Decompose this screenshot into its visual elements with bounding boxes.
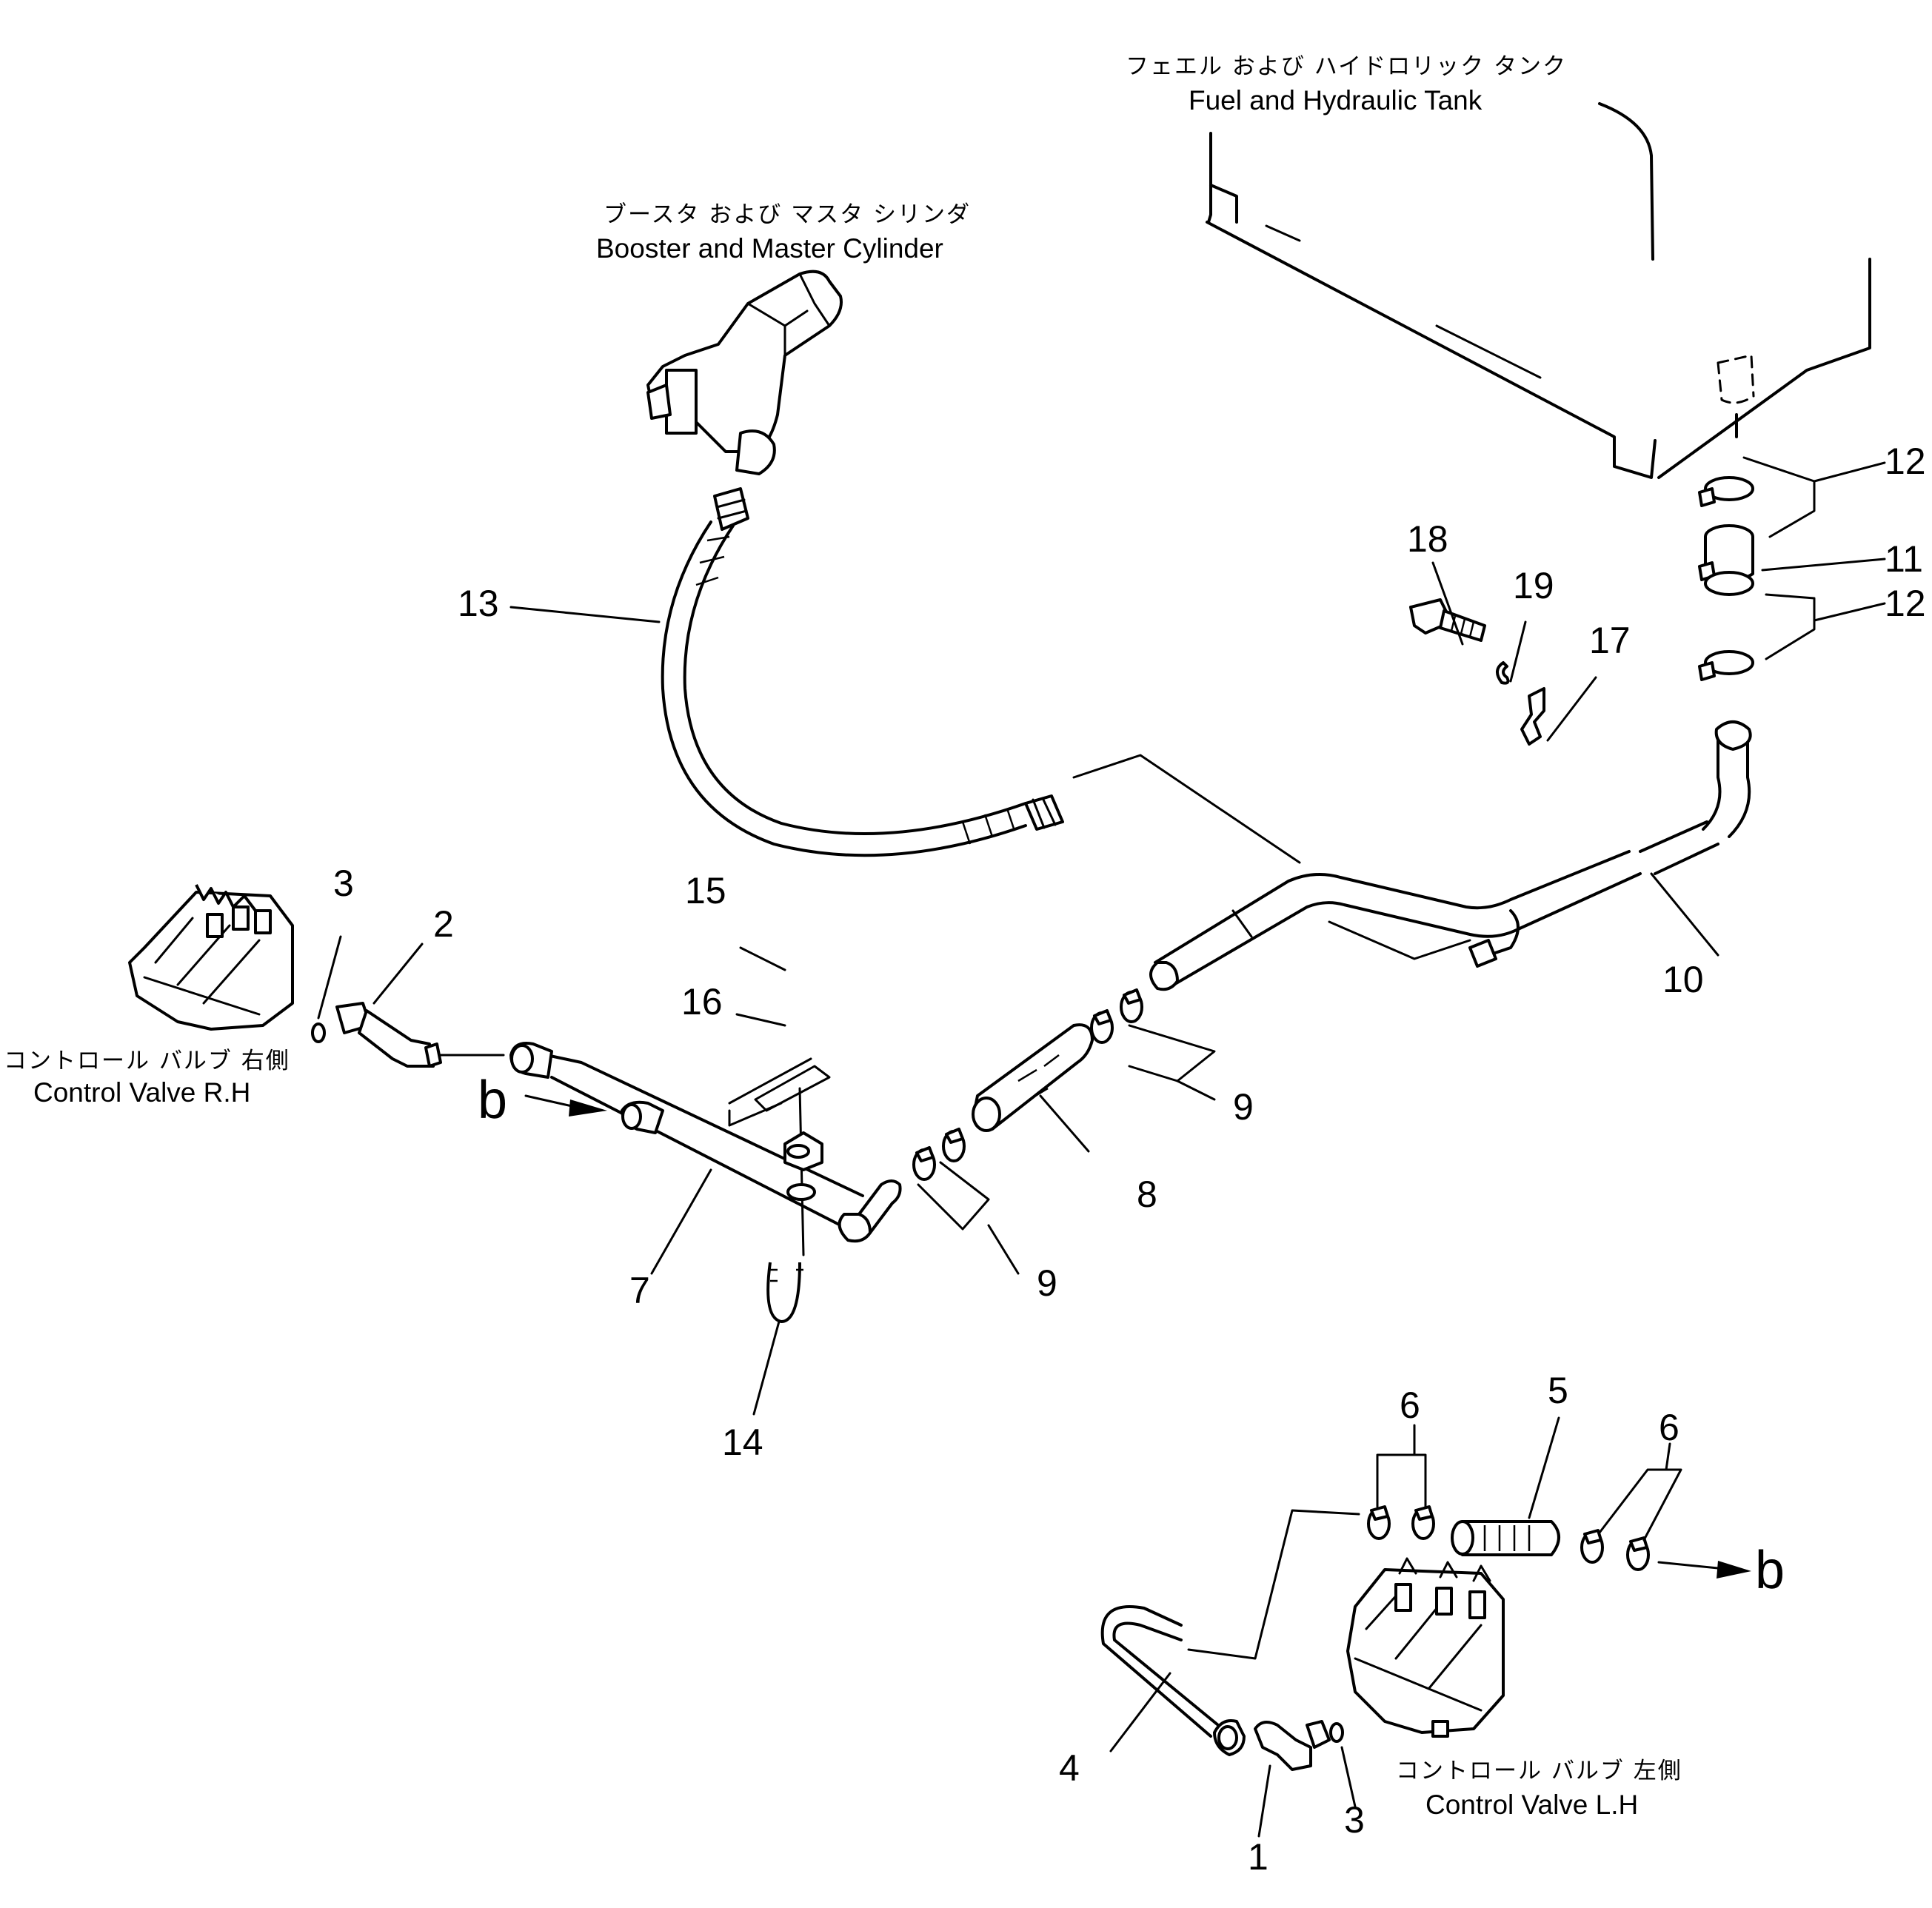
callout-11: 11 <box>1885 538 1923 580</box>
control-valve-rh <box>128 884 294 1031</box>
fuel-hydraulic-tank <box>1206 102 1871 479</box>
control-valve-lh <box>1346 1557 1505 1738</box>
control-valve-rh-label-jp: コントロール バルブ 右側 <box>4 1048 290 1074</box>
callout-14: 14 <box>722 1422 763 1463</box>
tube-10 <box>1149 720 1752 991</box>
clamps-12-connector-11 <box>1698 476 1754 681</box>
hose-8-clamps-9 <box>912 988 1143 1181</box>
booster-label-en: Booster and Master Cylinder <box>596 233 943 264</box>
callout-4: 4 <box>1059 1747 1080 1789</box>
callout-17: 17 <box>1589 620 1631 661</box>
tank-label-jp: フェエル および ハイドロリック タンク <box>1126 53 1567 80</box>
callout-12-top: 12 <box>1885 441 1926 482</box>
tube-7 <box>509 1042 902 1243</box>
callout-6-right: 6 <box>1659 1407 1679 1448</box>
arrow-b-right <box>1657 1561 1751 1579</box>
arrow-b-right-label: b <box>1755 1541 1785 1600</box>
callout-10: 10 <box>1662 959 1704 1000</box>
bolt-18-washer-19-clip-17 <box>1409 598 1545 746</box>
booster-master-cylinder <box>646 270 843 475</box>
callout-2: 2 <box>433 903 454 945</box>
callout-8: 8 <box>1137 1174 1157 1215</box>
hose-5-clamps-6 <box>1367 1505 1650 1571</box>
booster-label-jp: ブースタ および マスタ シリンダ <box>604 201 971 228</box>
callout-16: 16 <box>681 981 723 1022</box>
control-valve-rh-label-en: Control Valve R.H <box>33 1077 250 1108</box>
elbow-2-oring-3 <box>311 1002 505 1068</box>
callout-3-upper: 3 <box>333 863 354 904</box>
callout-1: 1 <box>1248 1836 1268 1878</box>
callout-15: 15 <box>685 870 726 911</box>
callout-13: 13 <box>458 583 499 624</box>
callout-3-lower: 3 <box>1344 1799 1365 1841</box>
leader-lines <box>317 456 1886 1838</box>
callout-18: 18 <box>1407 518 1448 560</box>
control-valve-lh-label-jp: コントロール バルブ 左側 <box>1396 1758 1682 1784</box>
callout-9-lower: 9 <box>1037 1262 1057 1304</box>
callout-6-left: 6 <box>1400 1385 1420 1426</box>
tube-4-elbow-1 <box>1100 1605 1344 1771</box>
callout-5: 5 <box>1548 1370 1568 1411</box>
hose-13 <box>661 487 1064 857</box>
callout-7: 7 <box>629 1270 650 1311</box>
callout-12-bottom: 12 <box>1885 583 1926 624</box>
callout-19: 19 <box>1513 565 1554 606</box>
callout-9-upper: 9 <box>1233 1086 1254 1128</box>
plate-ubolt-14-nut-15-washer-16 <box>728 1057 831 1323</box>
arrow-b-left-label: b <box>478 1071 507 1130</box>
control-valve-lh-label-en: Control Valve L.H <box>1425 1790 1638 1820</box>
tank-label-en: Fuel and Hydraulic Tank <box>1189 85 1483 116</box>
arrow-b-left <box>524 1094 607 1117</box>
